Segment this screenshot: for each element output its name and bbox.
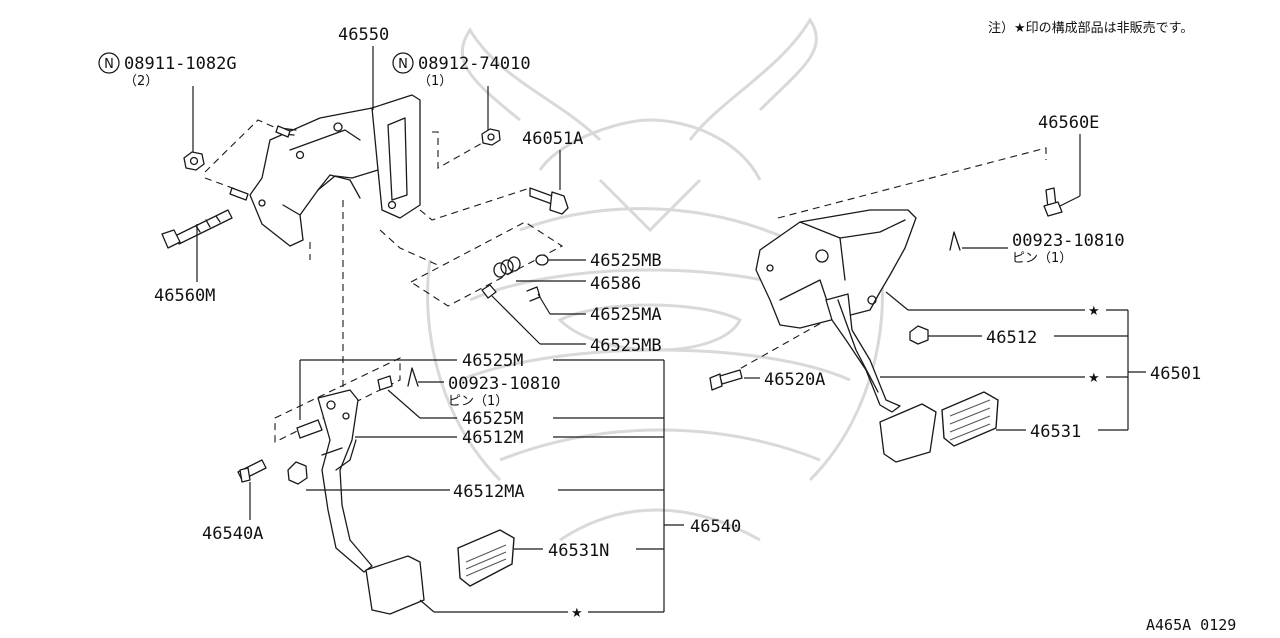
label-46560E: 46560E (1038, 113, 1099, 133)
label-08912-qty: （1） (418, 74, 452, 89)
star-right-top: ★ (1088, 304, 1100, 319)
label-46501: 46501 (1150, 364, 1201, 384)
bushing-46525MB-upper (535, 254, 549, 266)
label-46531N: 46531N (548, 541, 609, 561)
label-00923-left: 00923-10810 (448, 374, 561, 394)
star-right-mid: ★ (1088, 371, 1100, 386)
pad-46531N (457, 529, 515, 587)
bolt-46051A (529, 187, 569, 215)
label-46586: 46586 (590, 274, 641, 294)
label-46525M-top: 46525M (462, 351, 523, 371)
nut-08911 (183, 151, 205, 171)
label-46550: 46550 (338, 25, 389, 45)
label-46540A: 46540A (202, 524, 263, 544)
n-mark-1: N (104, 57, 114, 72)
bolt-46560E (1043, 187, 1063, 217)
bolt-46560M (161, 209, 233, 249)
label-46525MB-upper: 46525MB (590, 251, 662, 271)
label-46512M: 46512M (462, 428, 523, 448)
label-46560M: 46560M (154, 286, 215, 306)
label-00923-right: 00923-10810 (1012, 231, 1125, 251)
label-46512MA: 46512MA (453, 482, 525, 502)
label-46512: 46512 (986, 328, 1037, 348)
bushing-46525M (296, 375, 393, 439)
label-46525MB-lower: 46525MB (590, 336, 662, 356)
bracket-46501 (755, 209, 917, 329)
label-08911-qty: （2） (124, 74, 158, 89)
label-46051A: 46051A (522, 129, 583, 149)
label-08912-74010: 08912-74010 (418, 54, 531, 74)
stud-small-left (229, 125, 291, 201)
nut-08912 (481, 128, 501, 146)
n-mark-circle-1 (98, 52, 120, 74)
bolt-46520A (709, 369, 743, 391)
pin-left (407, 367, 419, 387)
pedal-46501 (825, 293, 937, 463)
note-text: 注）★印の構成部品は非販売です。 (988, 20, 1193, 36)
watermark-emblem (426, 17, 884, 542)
pin-right (949, 231, 961, 251)
label-pin-right: ピン（1） (1012, 251, 1072, 266)
star-left: ★ (571, 606, 583, 621)
stopper-46512 (909, 325, 929, 345)
label-46520A: 46520A (764, 370, 825, 390)
footer-code: A465A 0129 (1146, 616, 1236, 634)
label-pin-left: ピン（1） (448, 394, 508, 409)
n-mark-2: N (398, 57, 408, 72)
bracket-46550 (249, 94, 421, 247)
clip-46525MA (526, 286, 541, 302)
leader-lines (192, 46, 1146, 613)
pedal-46540 (317, 389, 425, 615)
label-46525M-mid: 46525M (462, 409, 523, 429)
label-46525MA: 46525MA (590, 305, 662, 325)
bushing-46525MB-lower (481, 284, 497, 299)
label-46531: 46531 (1030, 422, 1081, 442)
label-46540: 46540 (690, 517, 741, 537)
nut-46512MA (287, 461, 308, 485)
n-mark-circle-2 (392, 52, 414, 74)
pad-46531 (941, 391, 999, 447)
label-08911-1082G: 08911-1082G (124, 54, 237, 74)
bolt-46540A (237, 459, 267, 483)
spring-46586 (493, 256, 521, 278)
